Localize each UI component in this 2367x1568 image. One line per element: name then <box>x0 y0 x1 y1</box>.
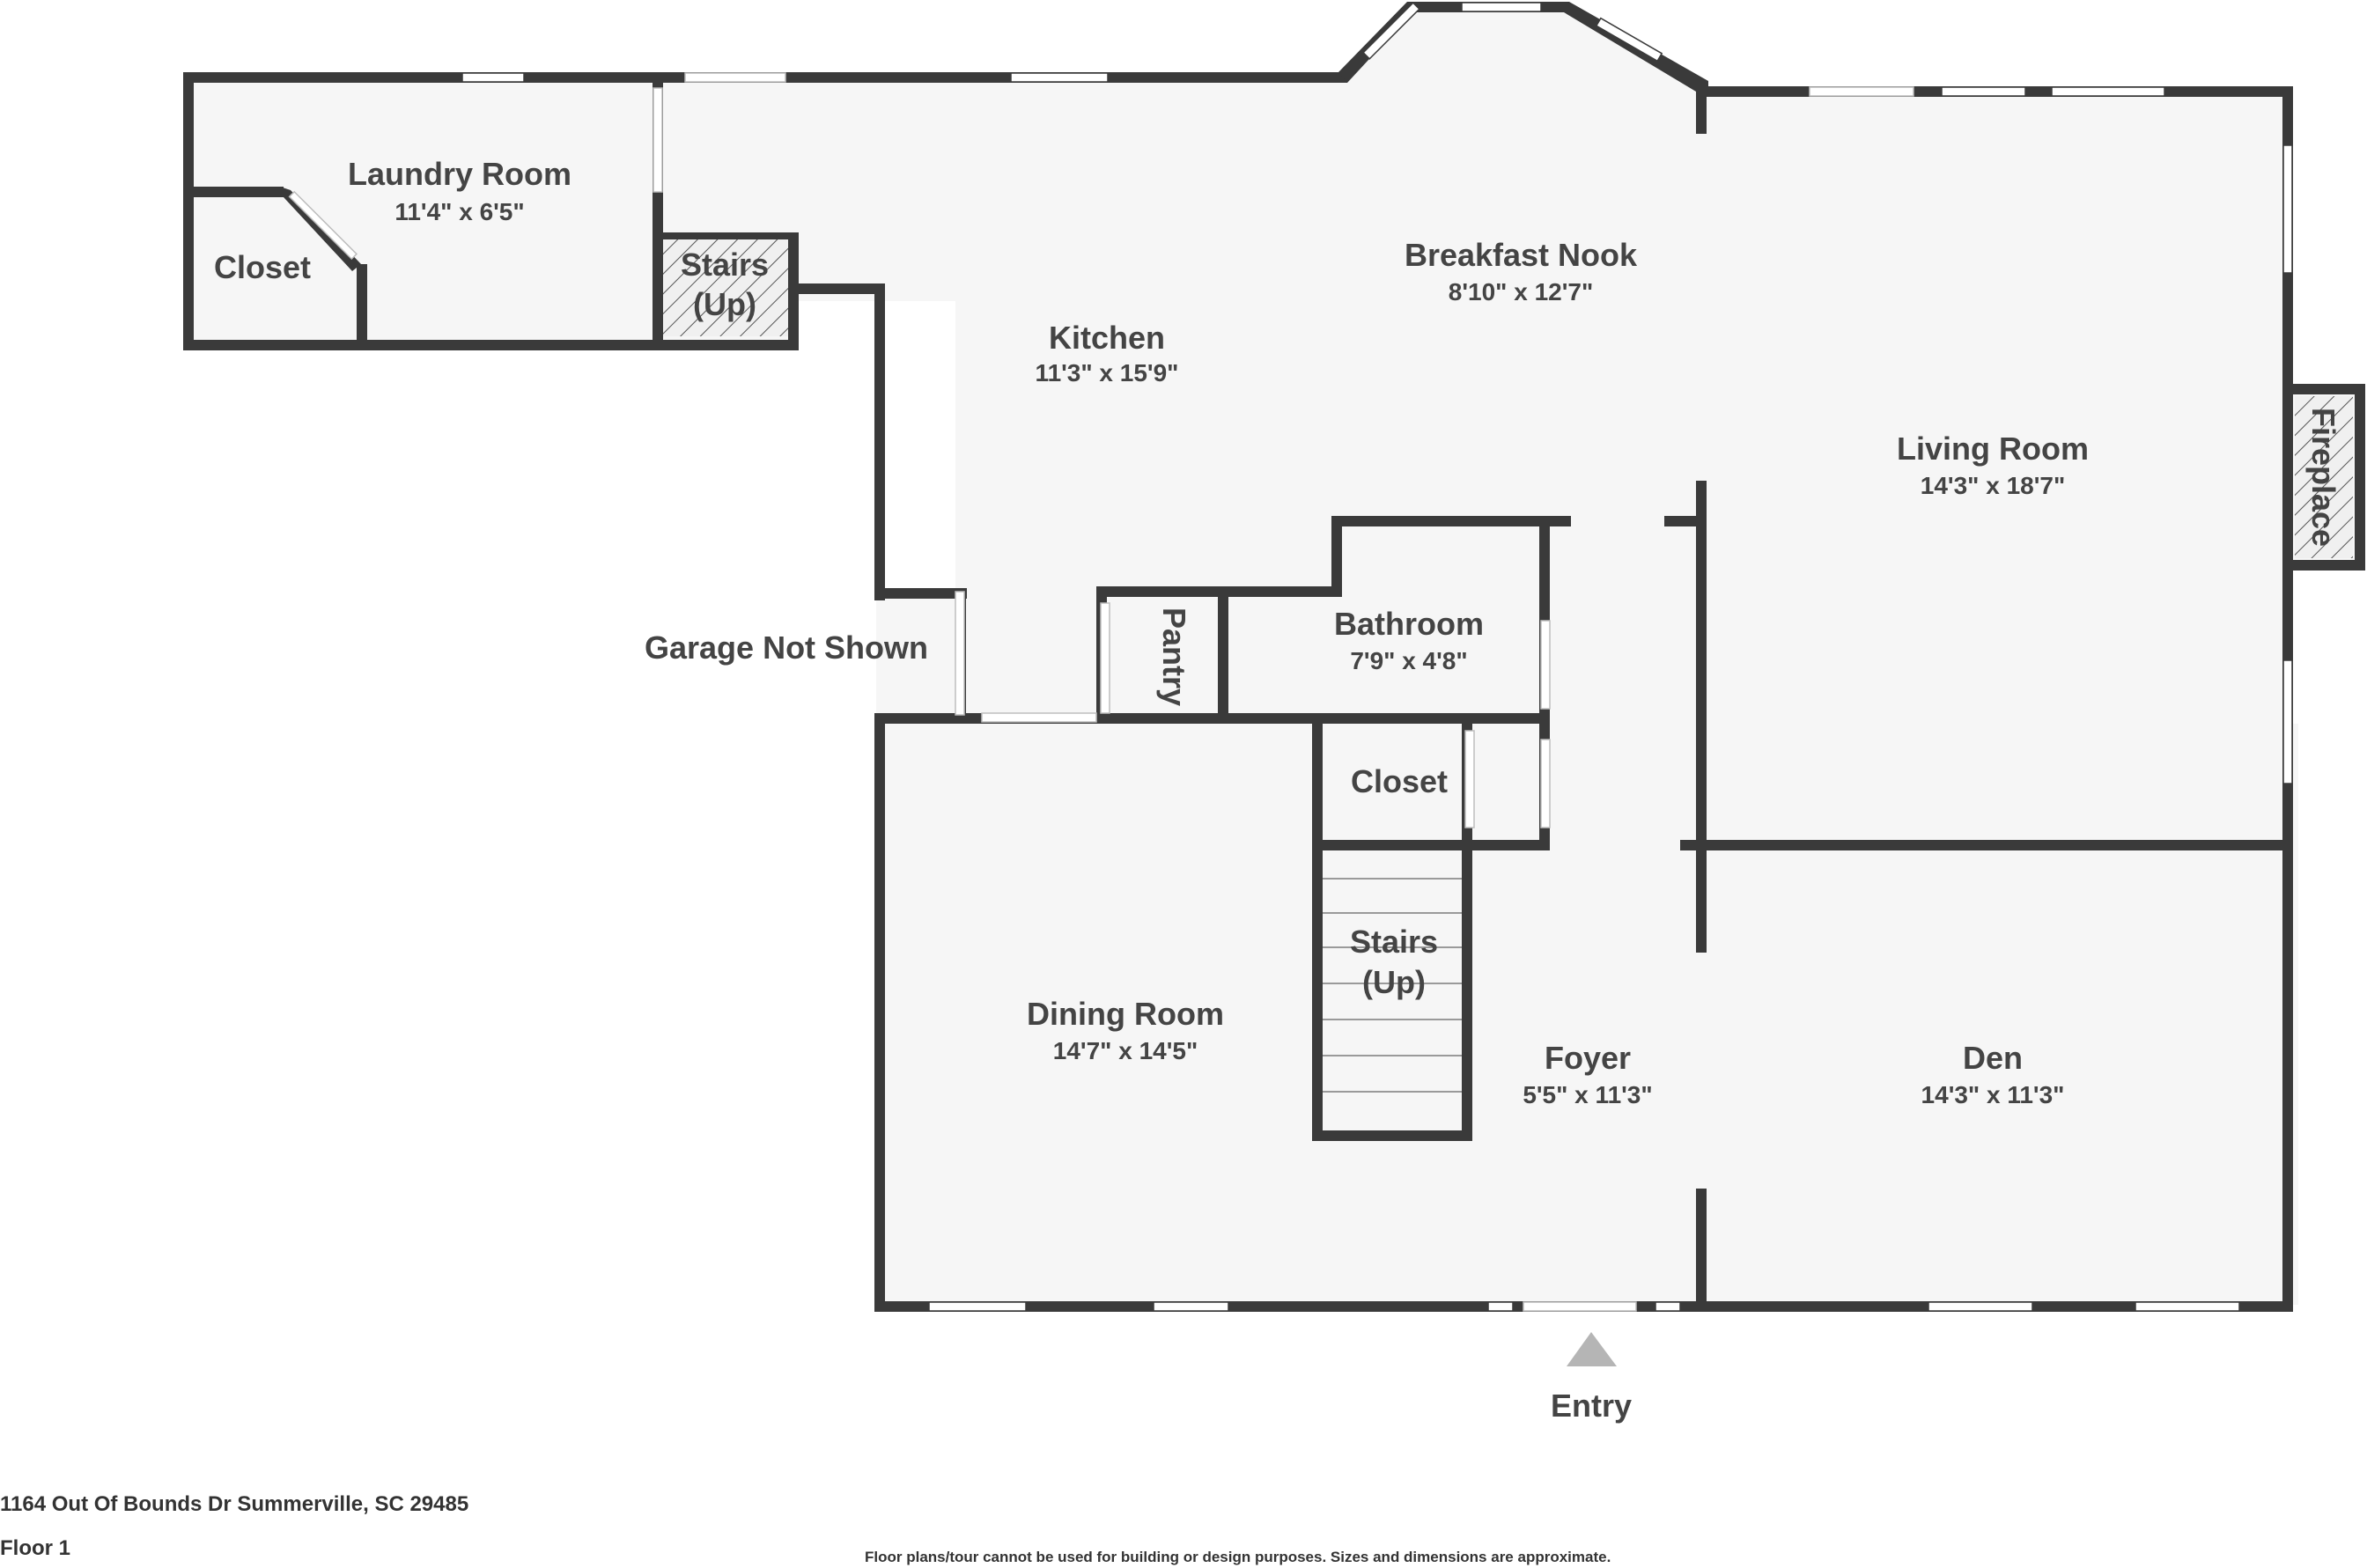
kitchen-name: Kitchen <box>1049 320 1165 356</box>
living-room-dim: 14'3" x 18'7" <box>1921 472 2065 499</box>
openings <box>288 2 2293 1312</box>
garage-note: Garage Not Shown <box>645 629 928 666</box>
breakfast-nook-dim: 8'10" x 12'7" <box>1449 278 1593 306</box>
floor-label: Floor 1 <box>0 1536 71 1560</box>
laundry-room-name: Laundry Room <box>348 156 571 192</box>
stairs-treads <box>1323 878 1462 1093</box>
foyer-name: Foyer <box>1545 1040 1631 1076</box>
entry-label: Entry <box>1551 1388 1632 1424</box>
hall-closet-name: Closet <box>1351 763 1448 799</box>
small-stairs-label-2: (Up) <box>693 286 756 322</box>
den-dim: 14'3" x 11'3" <box>1921 1081 2065 1108</box>
floor-area <box>187 7 2362 1305</box>
laundry-room-dim: 11'4" x 6'5" <box>394 198 524 225</box>
living-room-name: Living Room <box>1897 431 2089 467</box>
address-text: 1164 Out Of Bounds Dr Summerville, SC 29… <box>0 1492 469 1516</box>
fireplace-label: Fireplace <box>2305 408 2341 547</box>
dining-room-dim: 14'7" x 14'5" <box>1053 1037 1198 1064</box>
entry-arrow-icon <box>1567 1332 1617 1366</box>
pantry-label: Pantry <box>1156 607 1192 706</box>
kitchen-dim: 11'3" x 15'9" <box>1036 359 1179 386</box>
disclaimer-text: Floor plans/tour cannot be used for buil… <box>865 1549 1611 1565</box>
den-name: Den <box>1963 1040 2023 1076</box>
main-stairs-label-1: Stairs <box>1350 924 1438 960</box>
laundry-closet-name: Closet <box>214 249 311 285</box>
bathroom-name: Bathroom <box>1334 606 1484 642</box>
bathroom-dim: 7'9" x 4'8" <box>1350 647 1467 674</box>
foyer-dim: 5'5" x 11'3" <box>1523 1081 1652 1108</box>
main-stairs-label-2: (Up) <box>1362 964 1426 1000</box>
breakfast-nook-name: Breakfast Nook <box>1405 237 1638 273</box>
fireplace-hatch <box>2295 396 2353 558</box>
stairs-hatch <box>663 236 795 336</box>
small-stairs-label-1: Stairs <box>681 247 769 283</box>
dining-room-name: Dining Room <box>1027 996 1224 1032</box>
